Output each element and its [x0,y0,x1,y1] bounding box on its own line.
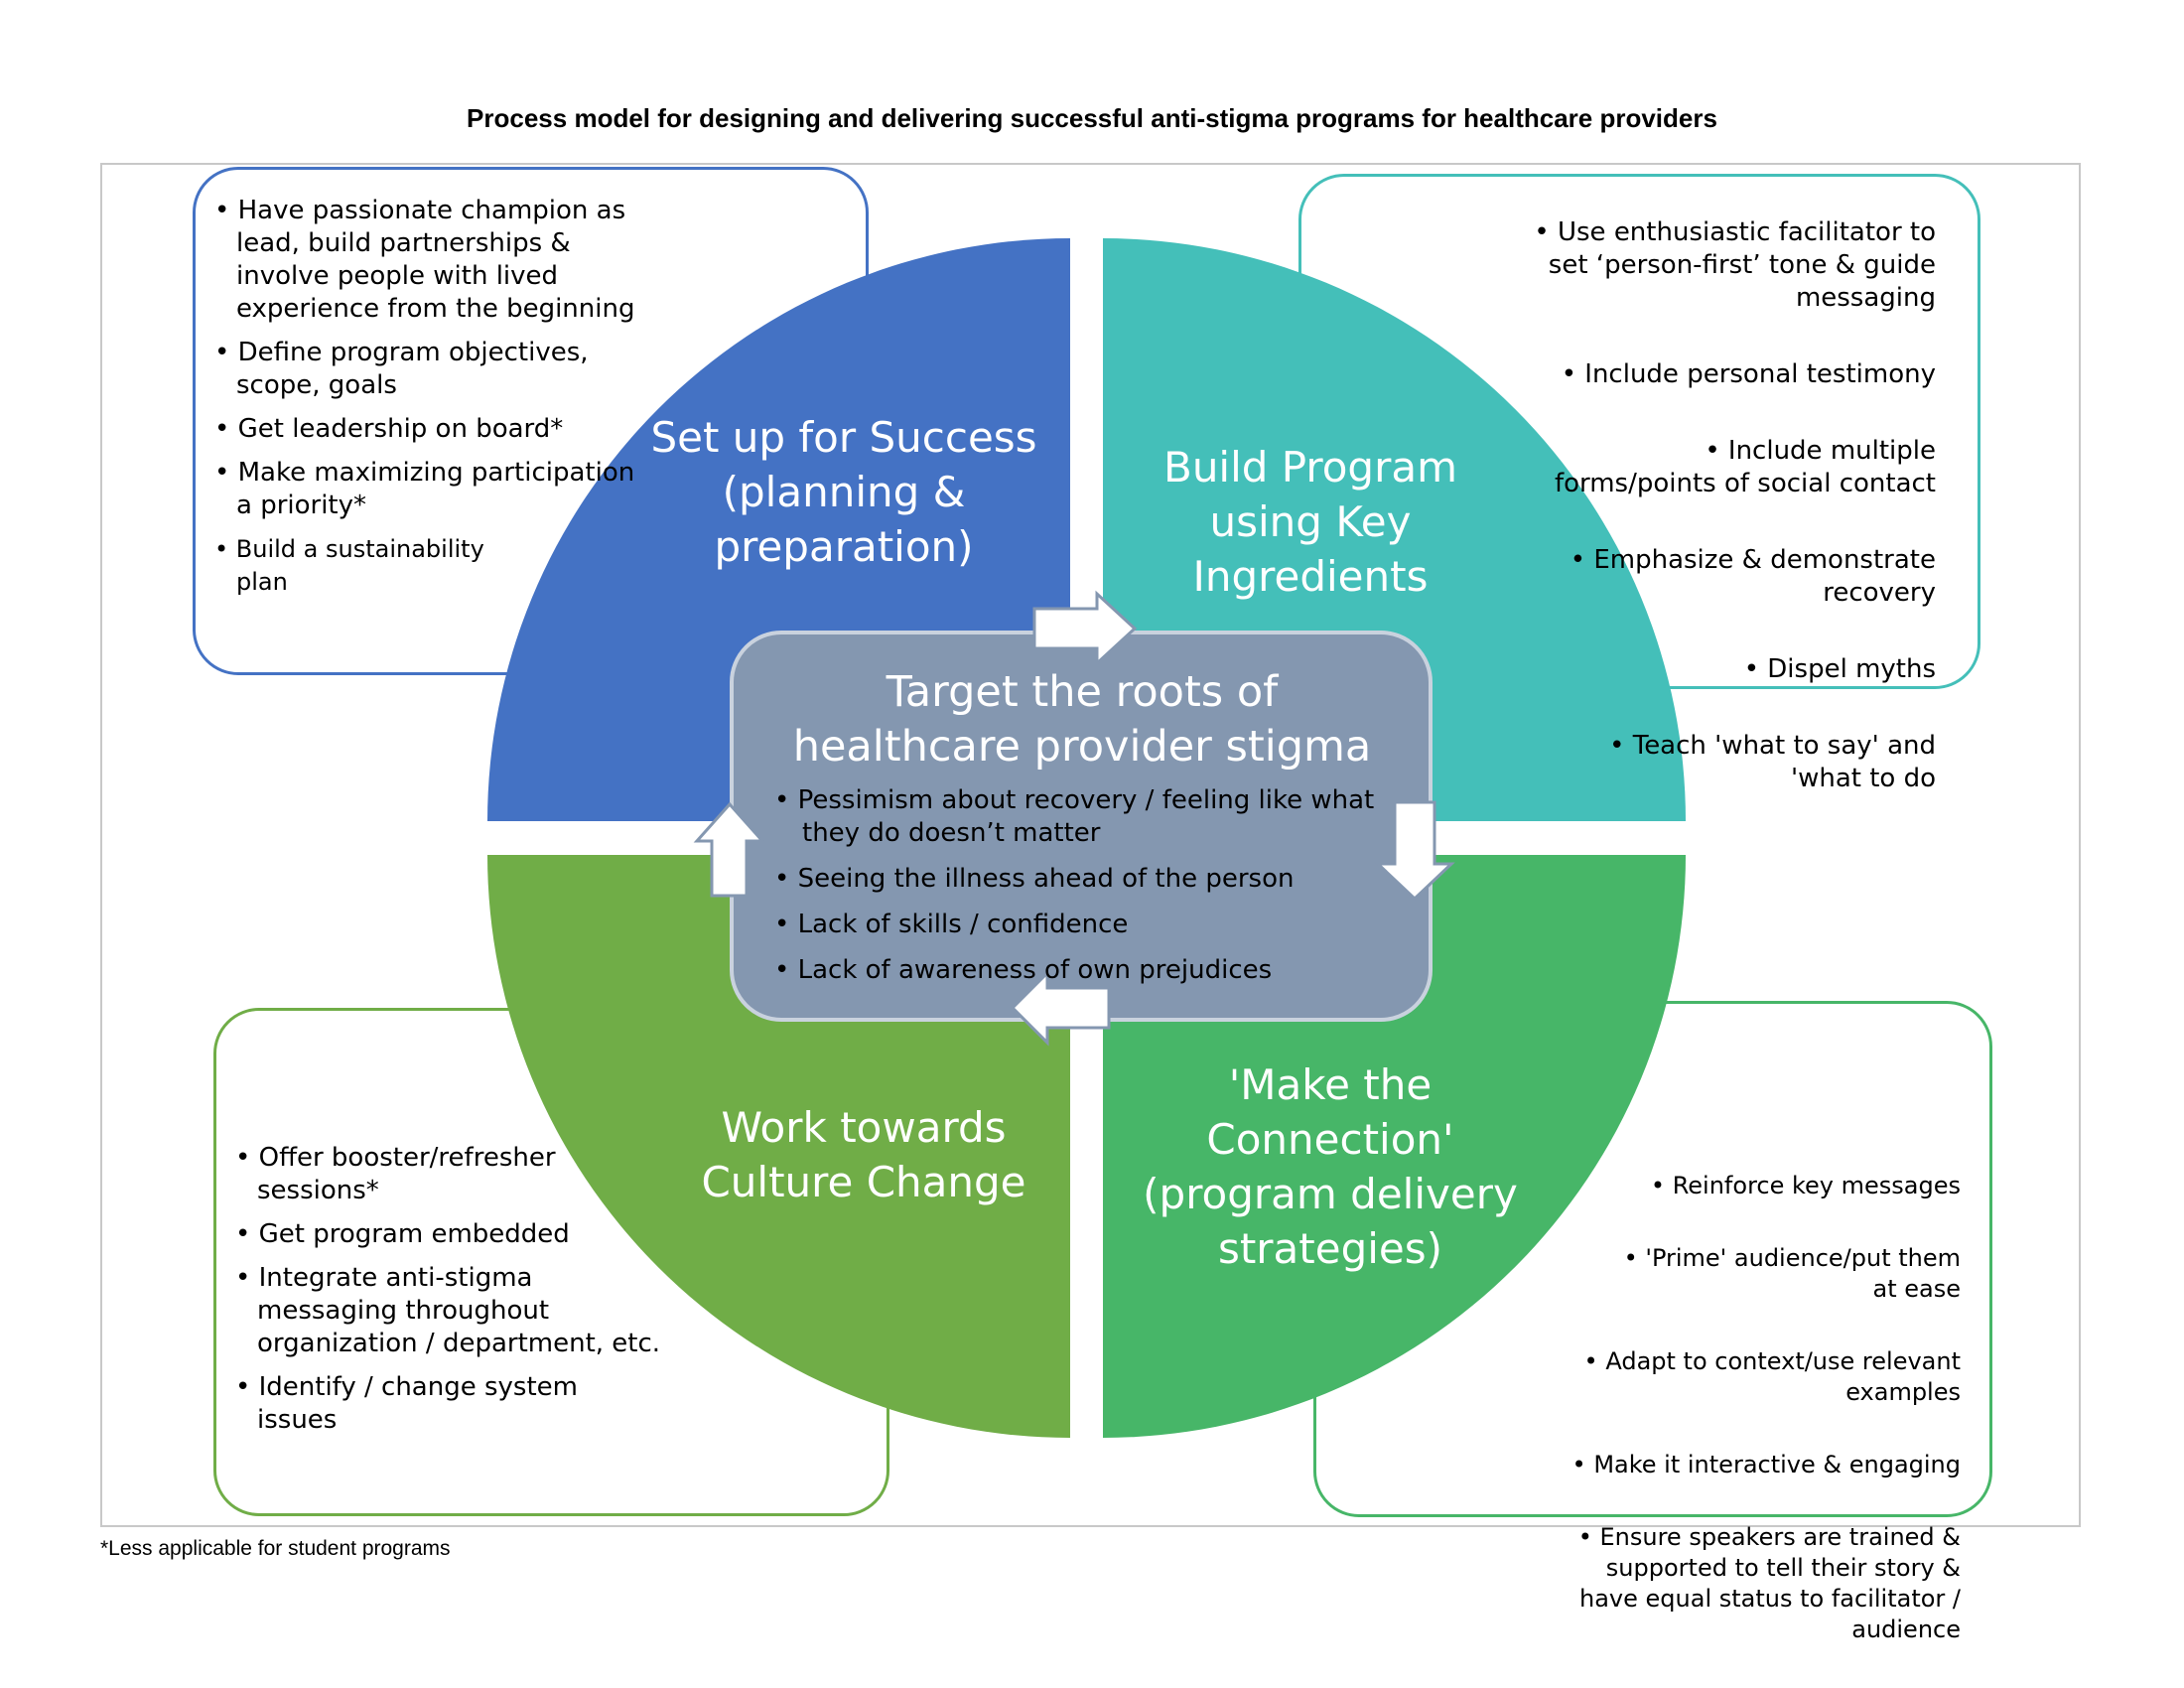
list-item: • Include personal testimony [1561,359,1936,389]
list-item: • Offer booster/refresher sessions* [235,1143,556,1205]
list-item: • Lack of skills / confidence [774,910,1129,939]
quadrant-label-planning: Set up for Success (planning & preparati… [650,413,1037,571]
footnote: *Less applicable for student programs [100,1537,451,1560]
list-item: • Make maximizing participation a priori… [214,458,635,520]
list-item: • Seeing the illness ahead of the person [774,864,1295,894]
arrow-right-icon [1032,590,1138,667]
list-item: • Identify / change system issues [235,1372,578,1435]
arrow-down-icon [1374,800,1455,902]
list-item: • Pessimism about recovery / feeling lik… [774,785,1375,848]
list-item: • Ensure speakers are trained & supporte… [1577,1523,1961,1643]
planning-list: • Have passionate champion as lead, buil… [214,195,671,610]
quadrant-label-delivery: 'Make the Connection' (program delivery … [1143,1060,1518,1273]
list-item: • Get leadership on board* [214,414,564,444]
list-item: • Make it interactive & engaging [1571,1451,1961,1478]
list-item: • Emphasize & demonstrate recovery [1570,545,1936,608]
ingredients-list: • Use enthusiastic facilitator to set ‘p… [1519,184,1936,839]
list-item: • Reinforce key messages [1650,1172,1961,1199]
center-list: • Pessimism about recovery / feeling lik… [774,784,1410,1000]
arrow-up-icon [693,801,766,898]
diagram-frame [100,163,2081,1527]
delivery-list: • Reinforce key messages • 'Prime' audie… [1544,1140,1961,1687]
culture-list: • Offer booster/refresher sessions* • Ge… [235,1142,662,1448]
quadrant-label-ingredients: Build Program using Key Ingredients [1163,443,1457,601]
center-title: Target the roots of healthcare provider … [792,667,1372,772]
list-item: • Have passionate champion as lead, buil… [214,196,635,324]
quadrant-label-culture: Work towards Culture Change [701,1103,1026,1206]
list-item: • 'Prime' audience/put them at ease [1623,1244,1961,1303]
arrow-left-icon [1010,969,1111,1047]
list-item: • Include multiple forms/points of socia… [1554,436,1936,498]
list-item: • Dispel myths [1743,654,1936,684]
list-item: • Define program objectives, scope, goal… [214,338,589,400]
list-item: • Adapt to context/use relevant examples [1583,1347,1961,1406]
list-item: • Teach 'what to say' and 'what to do [1609,731,1936,793]
diagram-title: Process model for designing and deliveri… [467,103,1717,133]
list-item: • Use enthusiastic facilitator to set ‘p… [1534,217,1936,313]
list-item: • Get program embedded [235,1219,570,1249]
list-item: • Integrate anti-stigma messaging throug… [235,1263,661,1358]
list-item: • Build a sustainability plan [214,535,484,596]
list-item: • Lack of awareness of own prejudices [774,955,1273,985]
